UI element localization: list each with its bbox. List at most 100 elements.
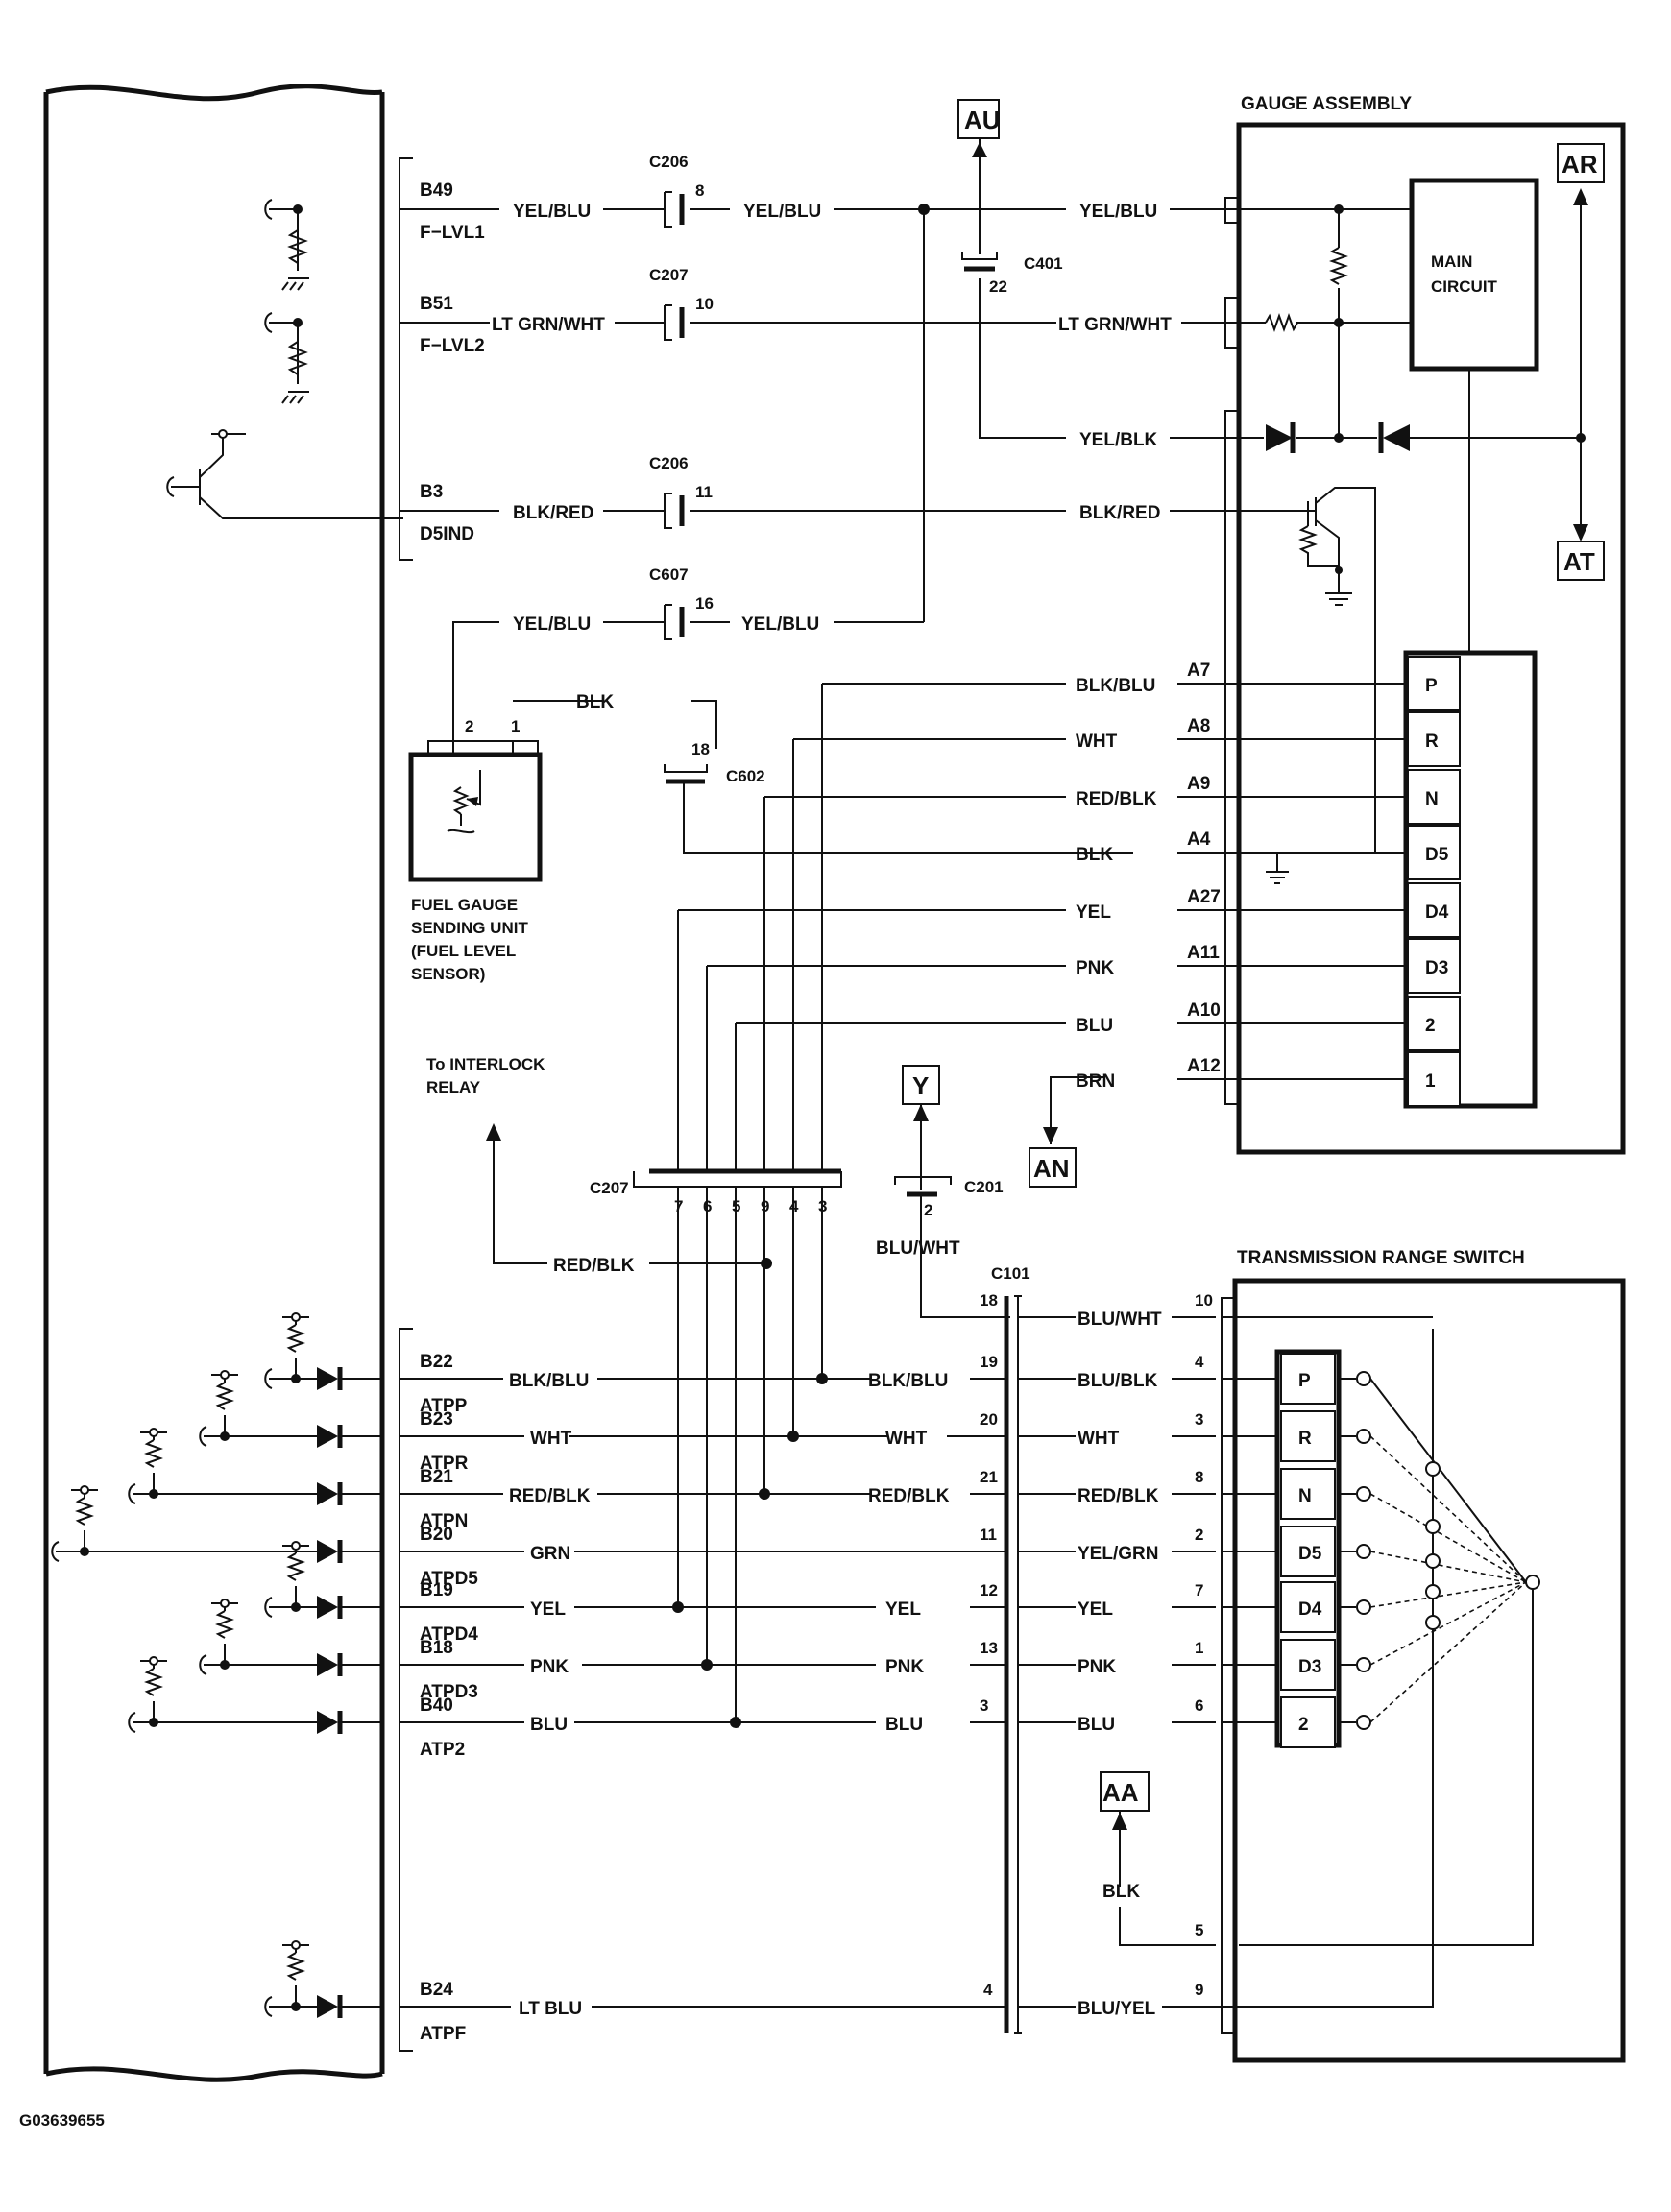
trs-pin: 5 bbox=[1195, 1921, 1203, 1939]
ecm-bottom-circuit: B22ATPPBLK/BLUB23ATPRWHTB21ATPNRED/BLKB2… bbox=[51, 1312, 1006, 2044]
c101-pin: 19 bbox=[980, 1353, 998, 1371]
connector-label: C206 bbox=[649, 454, 689, 472]
position-label: P bbox=[1298, 1371, 1311, 1391]
wire-label: RED/BLK bbox=[553, 1256, 635, 1276]
wire-label: BLU/YEL bbox=[1078, 1999, 1156, 2019]
connector-label: C207 bbox=[590, 1179, 629, 1197]
wire-label: PNK bbox=[1078, 1657, 1116, 1677]
ecm-pullup bbox=[51, 1485, 317, 1562]
top-wires bbox=[400, 204, 1220, 741]
position-label: D4 bbox=[1298, 1599, 1322, 1620]
position-label: N bbox=[1298, 1486, 1312, 1506]
sender-label-line: FUEL GAUGE bbox=[411, 896, 518, 914]
ref-label: AT bbox=[1563, 547, 1595, 576]
ecm-pin-name: ATP2 bbox=[420, 1740, 465, 1760]
c101-pin: 3 bbox=[980, 1696, 988, 1715]
gauge-pin: A4 bbox=[1187, 830, 1211, 850]
ecm-pullup bbox=[264, 1312, 317, 1389]
connector-pin: 18 bbox=[691, 740, 710, 758]
wire-label: BLU/WHT bbox=[876, 1238, 960, 1259]
wire-label: PNK bbox=[885, 1657, 924, 1677]
ecm-top-circuit bbox=[166, 199, 403, 519]
connector-c602-pin18: C602 18 bbox=[664, 740, 1133, 854]
wire-label: BLK/RED bbox=[513, 503, 593, 523]
indicator-label: R bbox=[1425, 732, 1439, 752]
trs-pin: 4 bbox=[1195, 1353, 1204, 1371]
ref-at: AT bbox=[1557, 541, 1605, 581]
gauge-indicator: D5 bbox=[1407, 825, 1461, 880]
connector-pin: 2 bbox=[924, 1201, 932, 1219]
gauge-pin: A12 bbox=[1187, 1056, 1221, 1076]
connector-label: C602 bbox=[726, 767, 765, 785]
interlock-label: To INTERLOCK bbox=[426, 1055, 545, 1073]
wire-label: YEL/BLU bbox=[513, 614, 591, 635]
ecm-pin-name: D5IND bbox=[420, 524, 474, 544]
ref-label: AA bbox=[1102, 1778, 1139, 1807]
c101-pin: 20 bbox=[980, 1410, 998, 1429]
ecm-pin-id: B19 bbox=[420, 1580, 453, 1600]
gauge-indicator: P bbox=[1407, 656, 1461, 711]
position-label: D3 bbox=[1298, 1657, 1321, 1677]
ecm-pin-id: B18 bbox=[420, 1638, 453, 1658]
trs-position: N bbox=[1280, 1468, 1527, 1583]
wire-label: BLK/BLU bbox=[868, 1371, 948, 1391]
ecm-pin-name: ATPP bbox=[420, 1396, 468, 1416]
ecm-pin-b3: B3 D5IND bbox=[420, 482, 474, 544]
trs-pin: 6 bbox=[1195, 1696, 1203, 1715]
main-circuit-label: CIRCUIT bbox=[1431, 277, 1498, 296]
position-label: 2 bbox=[1298, 1715, 1309, 1735]
ecm-pin-id: B23 bbox=[420, 1409, 453, 1430]
trs-position: P bbox=[1280, 1353, 1527, 1583]
sender-label-line: (FUEL LEVEL bbox=[411, 942, 516, 960]
wire-label: GRN bbox=[530, 1544, 570, 1564]
trs-position: D4 bbox=[1280, 1581, 1527, 1633]
indicator-label: 1 bbox=[1425, 1071, 1436, 1092]
gauge-indicator: D3 bbox=[1407, 938, 1461, 994]
ref-label: AN bbox=[1033, 1154, 1070, 1183]
connector-c401-pin22: C401 22 bbox=[961, 252, 1063, 296]
c101-pin: 11 bbox=[980, 1526, 997, 1544]
trs-pin: 1 bbox=[1195, 1639, 1203, 1657]
ecm-pullup bbox=[264, 1541, 317, 1618]
gauge-title: GAUGE ASSEMBLY bbox=[1241, 94, 1412, 114]
connector-c101: C101 bbox=[991, 1264, 1030, 2034]
ref-an: AN bbox=[1029, 1076, 1104, 1188]
ref-label: Y bbox=[912, 1071, 929, 1100]
ecm-pullup bbox=[199, 1599, 317, 1675]
transmission-range-switch: TRANSMISSION RANGE SWITCH 18BLU/WHT1019B… bbox=[980, 1248, 1626, 2063]
gauge-indicator: 2 bbox=[1407, 996, 1461, 1051]
gauge-indicator: 1 bbox=[1407, 1051, 1461, 1107]
wire-label: YEL bbox=[530, 1599, 566, 1620]
wire-label: BLU bbox=[885, 1715, 923, 1735]
wire-label: BLU/BLK bbox=[1078, 1371, 1158, 1391]
wire-label: WHT bbox=[1078, 1429, 1120, 1449]
connector-label: C207 bbox=[649, 266, 689, 284]
wire-label: BLK/BLU bbox=[1076, 676, 1155, 696]
trs-title: TRANSMISSION RANGE SWITCH bbox=[1237, 1248, 1525, 1268]
ecm-pin-id: B24 bbox=[420, 1980, 453, 2000]
connector-pin: 16 bbox=[695, 594, 714, 613]
indicator-label: D5 bbox=[1425, 845, 1449, 865]
wire-label: BLU bbox=[1076, 1016, 1113, 1036]
wire-label: YEL/BLU bbox=[513, 202, 591, 222]
ecm-pullup bbox=[128, 1428, 317, 1504]
wire-label: YEL bbox=[885, 1599, 921, 1620]
wire-label: YEL/BLU bbox=[743, 202, 821, 222]
wire-label: BLK bbox=[1102, 1882, 1140, 1902]
wire-label: BLU bbox=[530, 1715, 568, 1735]
connector-pin: 10 bbox=[695, 295, 714, 313]
gauge-pin: A11 bbox=[1187, 943, 1220, 963]
wire-label: BLK bbox=[576, 692, 614, 712]
